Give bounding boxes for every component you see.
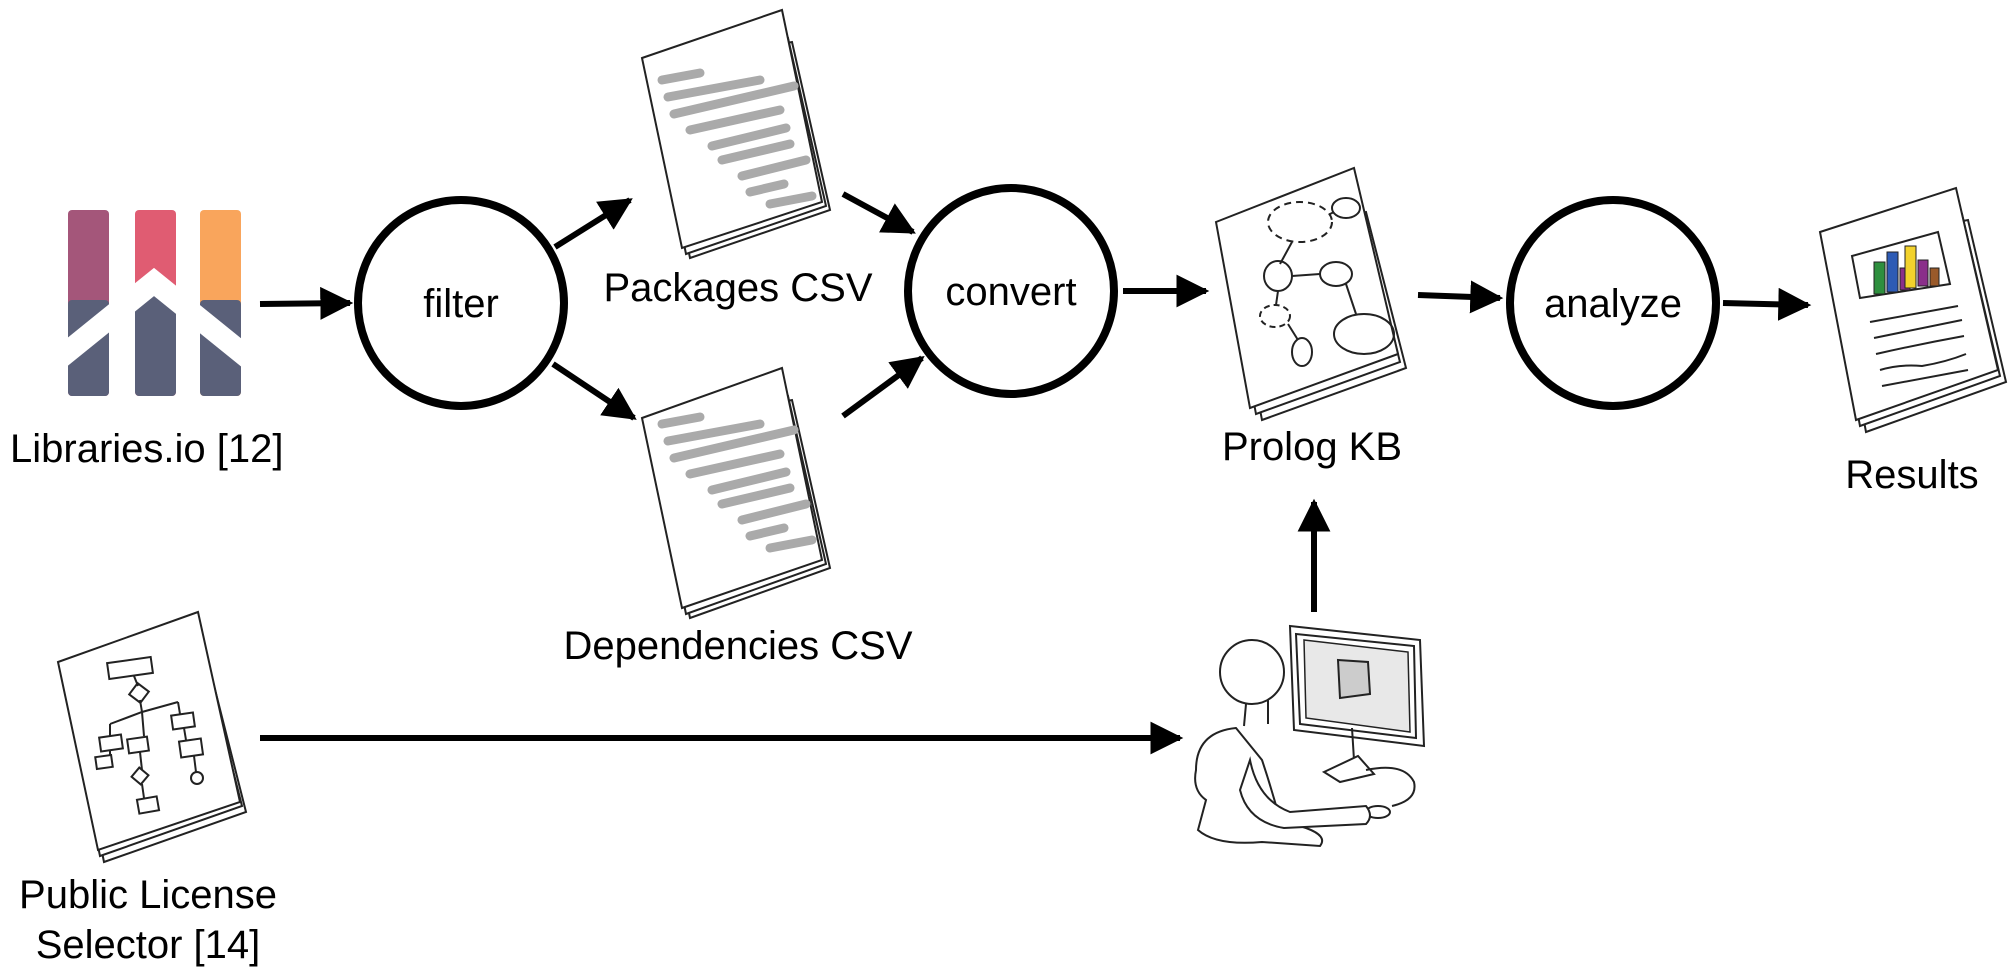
filter-label: filter — [423, 282, 499, 326]
analyze-process-circle — [1506, 196, 1720, 410]
arrow-filter-to-packages — [553, 197, 633, 250]
person-at-computer-icon — [1194, 624, 1426, 848]
libraries-io-label: Libraries.io [12] — [10, 427, 283, 471]
arrow-dependencies-to-convert — [841, 355, 925, 419]
filter-process-circle — [354, 196, 568, 410]
results-chart-bar — [1904, 245, 1917, 289]
results-chart-bar — [1886, 251, 1899, 293]
license-selector-label-line1: Public License — [19, 873, 277, 917]
convert-process-circle — [904, 184, 1118, 398]
graph-document-icon — [1214, 166, 1408, 422]
analyze-label: analyze — [1544, 282, 1682, 326]
dependencies-csv-label: Dependencies CSV — [563, 624, 912, 668]
results-chart-bar — [1917, 259, 1929, 287]
flowchart-document-icon — [56, 610, 248, 864]
convert-label: convert — [945, 270, 1076, 314]
results-chart-bar — [1873, 261, 1886, 295]
packages-csv-label: Packages CSV — [603, 266, 872, 310]
arrow-packages-to-convert — [841, 191, 916, 235]
text-document-icon — [640, 8, 832, 260]
libraries-io-logo-icon — [53, 210, 255, 396]
logo-roof-stroke — [53, 267, 255, 367]
results-chart-bar — [1929, 267, 1940, 287]
arrow-prolog-to-analyze — [1417, 280, 1504, 314]
text-document-icon — [640, 366, 832, 620]
arrow-filter-to-dependencies — [551, 361, 637, 421]
prolog-kb-label: Prolog KB — [1222, 425, 1402, 469]
logo-base-middle — [135, 290, 176, 396]
license-selector-label-line2: Selector [14] — [36, 923, 261, 967]
arrow-libraries-to-filter — [259, 286, 354, 320]
results-label: Results — [1845, 453, 1978, 497]
report-chart-document-icon — [1818, 186, 2008, 434]
arrow-analyze-to-results — [1722, 287, 1812, 321]
